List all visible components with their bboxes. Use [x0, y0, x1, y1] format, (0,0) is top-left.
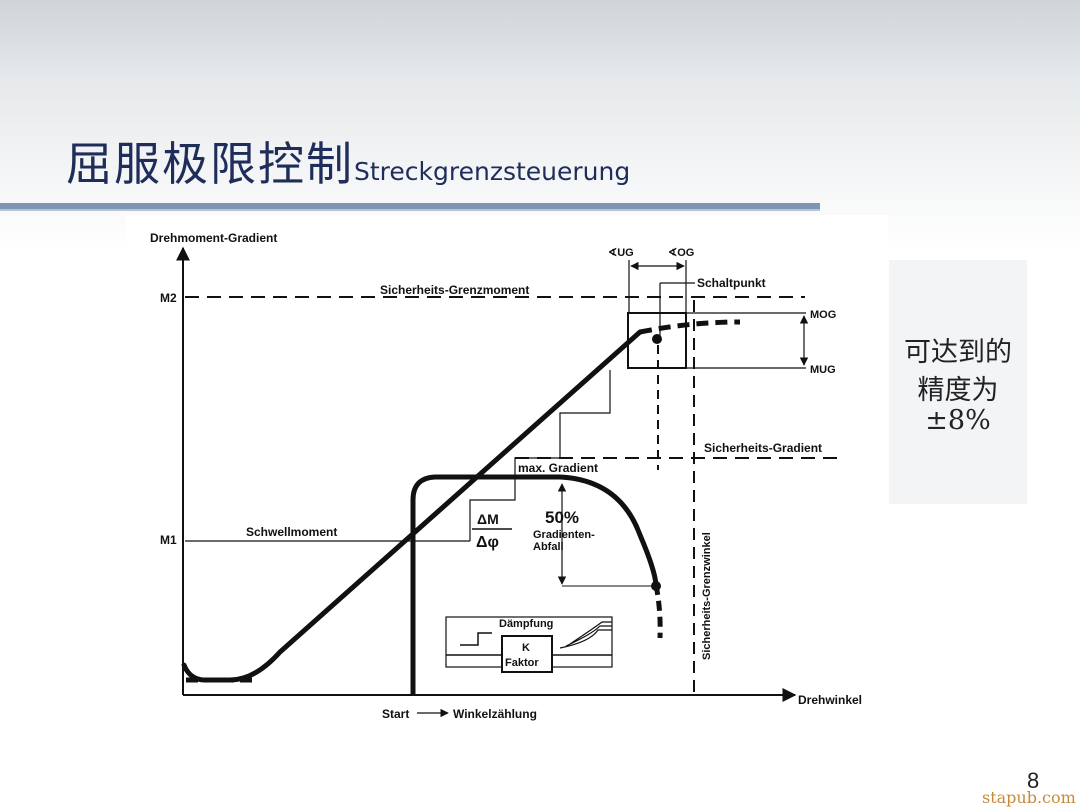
faktor-label: Faktor [505, 657, 539, 669]
gradient-curve [410, 474, 659, 695]
y-axis-label: Drehmoment-Gradient [150, 231, 277, 245]
gradient-drop-dot [651, 581, 661, 591]
schaltpunkt-label: Schaltpunkt [697, 276, 766, 290]
safety-gradient-label: Sicherheits-Gradient [704, 441, 822, 455]
gradient-steps [469, 370, 611, 541]
start-label: Start [382, 707, 409, 721]
winkelzaehlung-label: Winkelzählung [453, 707, 537, 721]
k-factor-box [501, 635, 553, 673]
delta-m-label: ΔM [477, 511, 499, 527]
k-label: K [522, 642, 530, 654]
x-axis-label: Drehwinkel [798, 693, 862, 707]
percent-50-label: 50% [545, 508, 579, 527]
gradient-curve-dashed [653, 584, 663, 639]
watermark: stapub.com [982, 788, 1076, 807]
title-underline-bar [0, 203, 820, 209]
angle-ug-label: ∢UG [608, 247, 634, 259]
title-underline-bar-light [0, 209, 820, 211]
slide-title-german: Streckgrenzsteuerung [354, 157, 631, 186]
torque-curve-dashed-end [639, 319, 741, 335]
m1-label: M1 [160, 533, 177, 547]
accuracy-note-line-3: ±8% [925, 405, 991, 436]
damped-response-icon [559, 621, 612, 649]
safety-limit-angle-label: Sicherheits-Grenzwinkel [701, 532, 713, 660]
accuracy-note-box [889, 260, 1027, 504]
threshold-torque-label: Schwellmoment [246, 525, 337, 539]
damping-label: Dämpfung [499, 618, 553, 630]
angle-og-label: ∢OG [668, 247, 694, 259]
page-number: 8 [1027, 768, 1040, 793]
safety-limit-torque-label: Sicherheits-Grenzmoment [380, 283, 529, 297]
mug-label: MUG [810, 364, 836, 376]
gradienten-label: Gradienten- [533, 529, 595, 541]
delta-phi-label: Δφ [476, 534, 499, 551]
mog-label: MOG [810, 309, 836, 321]
m2-label: M2 [160, 291, 177, 305]
slide-title: 屈服极限控制Streckgrenzsteuerung [66, 128, 630, 194]
accuracy-note-line-2: 精度为 [917, 375, 999, 406]
slide-title-chinese: 屈服极限控制 [66, 137, 354, 191]
abfall-label: Abfall [533, 541, 564, 553]
step-input-icon [460, 632, 492, 646]
max-gradient-label: max. Gradient [518, 461, 598, 475]
accuracy-note-line-1: 可达到的 [904, 337, 1012, 368]
switch-point-dot [652, 334, 662, 344]
